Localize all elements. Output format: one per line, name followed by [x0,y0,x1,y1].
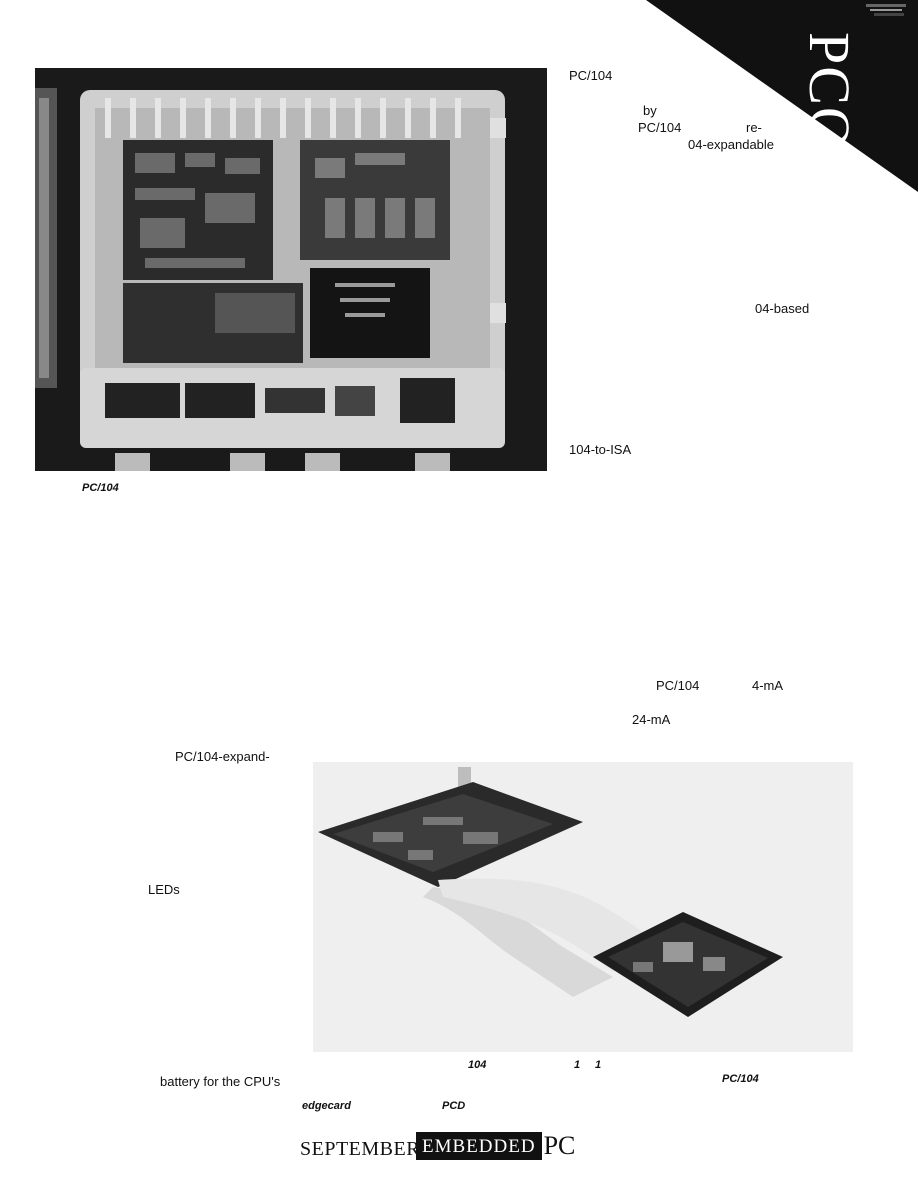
left-frag-1: PC/104-expand- [175,749,270,764]
page-footer: SEPTEMBER 1995 EMBEDDED PC [300,1128,575,1168]
right-frag-6: 04-based [755,301,810,316]
logo-pc: PC [543,1131,576,1160]
right-frag-10: 24-mA [632,712,671,727]
right-frag-1: PC/104 [569,68,613,83]
right-frag-9: 4-mA [752,678,784,693]
right-frag-5: 04-expandable [688,137,775,152]
photo2-caption-f: PCD [442,1100,466,1112]
photo2-caption-d: PC/104 [722,1073,759,1085]
photo2-caption-c: 1 [595,1059,602,1071]
board-cable-photo [313,762,853,1052]
photo2-caption-e: edgecard [302,1100,351,1112]
right-frag-4: re- [746,120,762,135]
right-frag-8: PC/104 [656,678,700,693]
logo-word: EMBEDDED [416,1132,542,1160]
right-frag-7: 104-to-ISA [569,442,632,457]
magazine-logo: EMBEDDED PC [416,1132,575,1160]
photo1-caption: PC/104 [82,482,119,494]
corner-title: PCQ [797,32,862,151]
left-frag-3: battery for the CPU's [160,1074,281,1089]
corner-smudge [866,4,906,16]
right-frag-3: PC/104 [638,120,682,135]
left-frag-2: LEDs [148,882,180,897]
right-frag-2: by [643,103,657,118]
enclosure-photo [35,68,547,471]
photo2-caption-a: 104 [468,1059,487,1071]
photo2-caption-b: 1 [574,1059,581,1071]
